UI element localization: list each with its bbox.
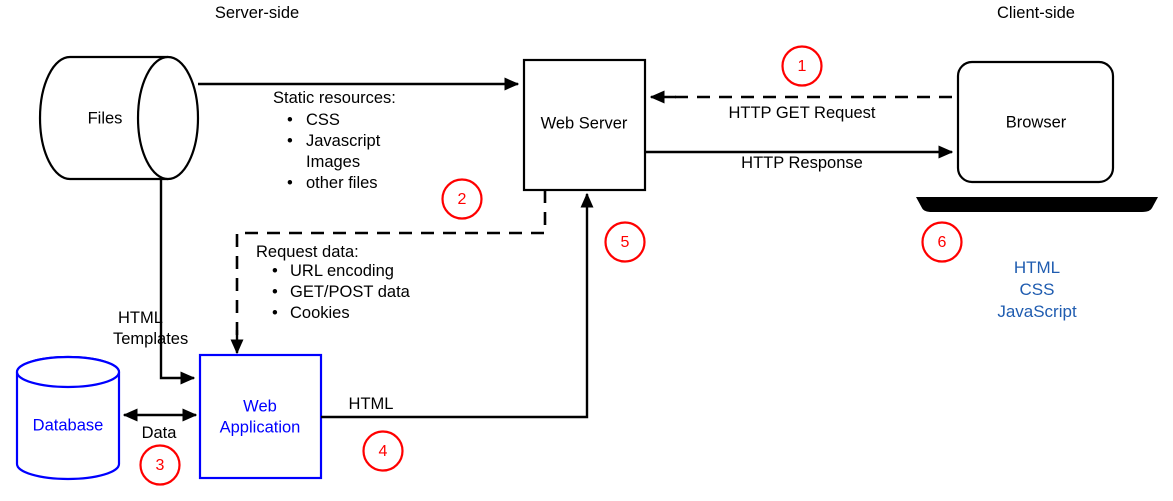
static-resources-item-2: Images <box>306 153 360 171</box>
static-resources-bullet-3: • <box>287 174 293 192</box>
request-data-bullet-2: • <box>272 304 278 322</box>
request-data-item-1: GET/POST data <box>290 283 411 301</box>
step-marker-1-number: 1 <box>798 58 807 75</box>
edge-web-server-to-web-application-dashed <box>235 190 547 344</box>
node-web-application[interactable]: Web Application <box>198 353 323 480</box>
step-marker-1[interactable]: 1 <box>781 45 823 87</box>
edge-web-application-to-web-server <box>321 192 594 419</box>
label-request-data: Request data: • URL encoding • GET/POST … <box>256 243 411 322</box>
step-marker-5-number: 5 <box>621 234 630 251</box>
node-web-application-label-line2: Application <box>220 418 301 436</box>
step-marker-6-number: 6 <box>938 234 947 251</box>
step-marker-6[interactable]: 6 <box>921 221 963 263</box>
step-marker-2[interactable]: 2 <box>441 178 483 220</box>
node-browser[interactable]: Browser <box>956 60 1115 184</box>
request-data-title: Request data: <box>256 243 359 261</box>
static-resources-item-1: Javascript <box>306 132 381 150</box>
client-tech-item-1: CSS <box>1020 280 1055 299</box>
node-web-server-label: Web Server <box>541 114 628 132</box>
node-files-label: Files <box>88 109 123 127</box>
step-marker-5[interactable]: 5 <box>604 221 646 263</box>
request-data-bullet-0: • <box>272 262 278 280</box>
laptop-base-icon <box>916 197 1158 212</box>
step-marker-3[interactable]: 3 <box>139 444 181 486</box>
node-database-label: Database <box>33 416 104 434</box>
request-data-item-0: URL encoding <box>290 262 394 280</box>
static-resources-item-3: other files <box>306 174 378 192</box>
label-static-resources: Static resources: • CSS • Javascript Ima… <box>273 89 396 192</box>
static-resources-item-0: CSS <box>306 111 340 129</box>
label-html: HTML <box>349 395 394 413</box>
request-data-bullet-1: • <box>272 283 278 301</box>
zone-title-server-side: Server-side <box>215 4 299 22</box>
label-html-templates-line1: HTML <box>118 309 163 327</box>
label-http-get-request: HTTP GET Request <box>728 104 875 122</box>
step-marker-2-number: 2 <box>458 191 467 208</box>
zone-title-client-side: Client-side <box>997 4 1075 22</box>
client-tech-list: HTML CSS JavaScript <box>997 258 1077 321</box>
static-resources-bullet-0: • <box>287 111 293 129</box>
step-marker-4-number: 4 <box>379 443 388 460</box>
client-tech-item-0: HTML <box>1014 258 1060 277</box>
label-http-response: HTTP Response <box>741 154 863 172</box>
node-files[interactable]: Files <box>38 55 200 181</box>
step-marker-3-number: 3 <box>156 457 165 474</box>
node-web-server[interactable]: Web Server <box>522 58 647 192</box>
step-marker-4[interactable]: 4 <box>362 430 404 472</box>
client-tech-item-2: JavaScript <box>997 302 1077 321</box>
node-database[interactable]: Database <box>15 355 121 481</box>
label-html-templates-line2: Templates <box>113 330 188 348</box>
node-browser-label: Browser <box>1006 113 1067 131</box>
edge-files-to-web-application <box>159 179 196 385</box>
static-resources-title: Static resources: <box>273 89 396 107</box>
static-resources-bullet-1: • <box>287 132 293 150</box>
label-data: Data <box>142 424 178 442</box>
request-data-item-2: Cookies <box>290 304 350 322</box>
node-web-application-label-line1: Web <box>243 397 277 415</box>
